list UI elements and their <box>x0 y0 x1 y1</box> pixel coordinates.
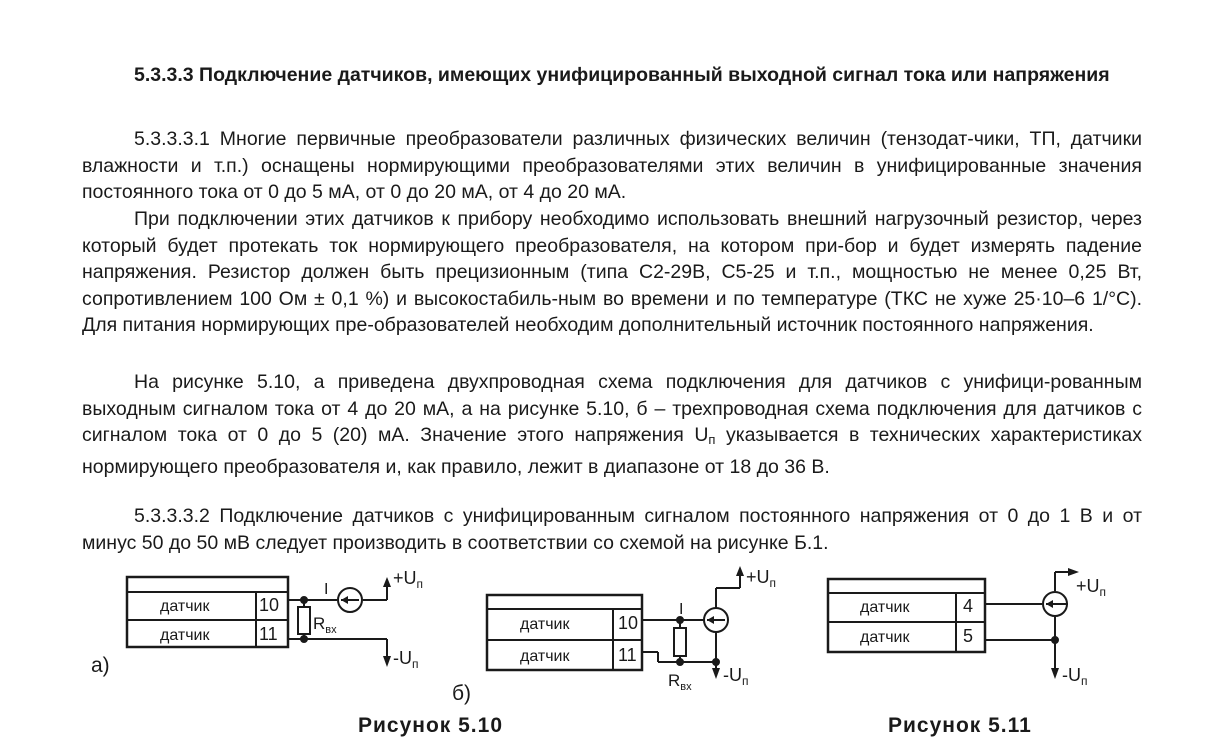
sensor-label: датчик <box>520 616 570 633</box>
sensor-label: датчик <box>520 648 570 665</box>
resistor-icon <box>297 606 311 635</box>
paragraph-5-3-3-3-1: 5.3.3.3.1 Многие первичные преобразовате… <box>82 128 1142 204</box>
terminal-number: 10 <box>618 613 638 633</box>
arrow-right-icon <box>1068 568 1079 576</box>
current-source-icon <box>1042 591 1068 617</box>
figure-a-tag: а) <box>91 654 110 677</box>
paragraph-5-3-3-3-2: 5.3.3.3.2 Подключение датчиков с унифици… <box>82 505 1142 554</box>
current-source-icon <box>703 607 729 633</box>
current-source-icon <box>337 587 363 613</box>
resistor-icon <box>673 627 687 657</box>
device-block <box>826 577 987 654</box>
negative-supply-label: -Uп <box>393 648 419 671</box>
sensor-label: датчик <box>160 627 210 644</box>
device-block <box>485 593 644 672</box>
figure-5-10a-diagram: датчик датчик 10 11 Rвх I +Uп -Uп <box>125 568 423 671</box>
supply-subscript: п <box>708 432 716 448</box>
current-label: I <box>324 581 328 598</box>
terminal-number: 5 <box>963 626 973 646</box>
terminal-number: 10 <box>259 595 279 615</box>
sensor-label: датчик <box>160 598 210 615</box>
positive-supply-label: +Uп <box>393 568 423 591</box>
sensor-label: датчик <box>860 599 910 616</box>
arrow-down-icon <box>712 668 720 679</box>
section-heading: 5.3.3.3 Подключение датчиков, имеющих ун… <box>134 64 1110 86</box>
figure-5-11-caption: Рисунок 5.11 <box>888 714 1032 737</box>
figure-5-10-caption: Рисунок 5.10 <box>358 714 504 737</box>
terminal-number: 11 <box>618 645 637 665</box>
sensor-label: датчик <box>860 629 910 646</box>
current-label: I <box>679 601 683 618</box>
figure-5-10b-diagram: датчик датчик 10 11 Rвх I +Uп -Uп <box>485 566 776 693</box>
negative-supply-label: -Uп <box>723 665 749 688</box>
arrow-down-icon <box>383 656 391 667</box>
positive-supply-label: +Uп <box>1076 576 1106 599</box>
terminal-number: 11 <box>259 624 278 644</box>
paragraph-figure-5-10: На рисунке 5.10, а приведена двухпроводн… <box>82 369 1142 480</box>
paragraph-load-resistor: При подключении этих датчиков к прибору … <box>82 208 1142 337</box>
figure-b-tag: б) <box>452 682 472 705</box>
paragraph-figure-5-10-text: На рисунке 5.10, а приведена двухпроводн… <box>82 371 1142 447</box>
device-block <box>125 575 290 649</box>
arrow-up-icon <box>736 566 744 576</box>
resistor-label: Rвх <box>668 671 692 693</box>
negative-supply-label: -Uп <box>1062 665 1088 688</box>
arrow-up-icon <box>383 577 391 587</box>
paragraph-figure-5-10-tail: указывается в технических характеристика… <box>82 424 1143 478</box>
terminal-number: 4 <box>963 596 973 616</box>
arrow-down-icon <box>1051 668 1059 679</box>
figure-5-11-diagram: датчик датчик 4 5 +Uп -Uп <box>826 568 1106 688</box>
positive-supply-label: +Uп <box>746 567 776 590</box>
resistor-label: Rвх <box>313 614 337 636</box>
